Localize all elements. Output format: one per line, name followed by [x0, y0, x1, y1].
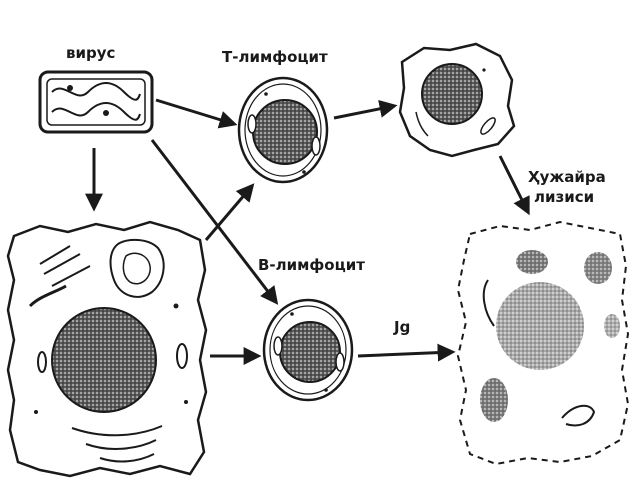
virus-label: вирус — [66, 44, 115, 62]
b-lymphocyte-cell — [264, 300, 352, 400]
arrow-infected-cell-to-t-lymphocyte — [206, 186, 252, 240]
t-lymphocyte-label: Т-лимфоцит — [222, 48, 328, 66]
lysed-cell — [458, 222, 628, 464]
infected-cell — [8, 222, 206, 476]
arrow-virus-to-t-lymphocyte — [156, 100, 234, 124]
b-lymphocyte-label: В-лимфоцит — [258, 256, 365, 274]
virus-particle — [40, 72, 152, 132]
arrow-t-to-activated-t — [334, 106, 394, 118]
antibody-label: Jg — [393, 318, 410, 336]
cell-lysis-label-line2: лизиси — [534, 188, 594, 206]
cell-lysis-label-line1: Ҳужайра — [528, 168, 606, 186]
t-lymphocyte-cell — [239, 78, 327, 182]
arrow-activated-t-to-lysed-cell — [500, 156, 528, 212]
activated-t-lymphocyte — [400, 44, 514, 156]
arrow-b-lymphocyte-to-lysed-cell — [358, 352, 452, 356]
